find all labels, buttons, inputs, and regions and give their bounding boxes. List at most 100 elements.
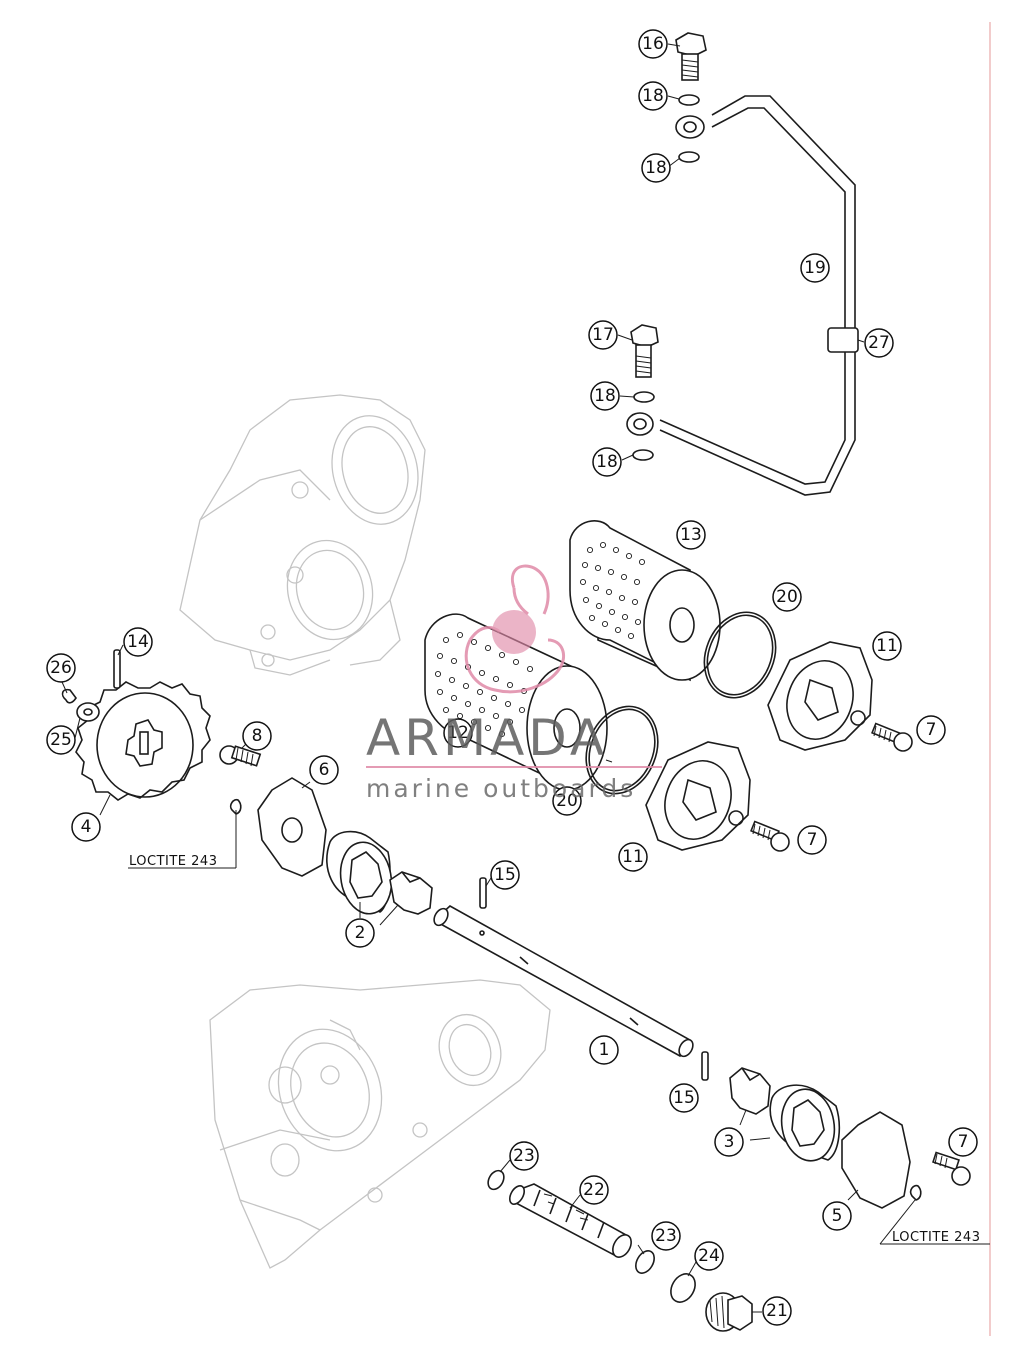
svg-text:15: 15 xyxy=(673,1088,695,1108)
engine-case-lower-outline xyxy=(209,979,551,1269)
loctite-drop-left xyxy=(229,798,242,815)
svg-text:7: 7 xyxy=(926,720,937,740)
callout-6: 6 xyxy=(309,755,339,785)
o-ring-23-b xyxy=(635,1250,655,1274)
oil-screen-22 xyxy=(508,1183,632,1258)
seal-ring-18-c xyxy=(633,391,655,403)
callout-1: 1 xyxy=(589,1035,619,1065)
seal-ring-18-a xyxy=(678,94,700,106)
callout-8: 8 xyxy=(242,721,272,751)
svg-text:23: 23 xyxy=(655,1226,677,1246)
svg-text:2: 2 xyxy=(355,923,366,943)
loctite-drop-right xyxy=(909,1184,922,1201)
inner-rotor-3 xyxy=(729,1067,771,1115)
svg-text:11: 11 xyxy=(876,636,898,656)
callout-11-a: 11 xyxy=(872,631,902,661)
pump-cover-6 xyxy=(257,777,327,877)
callout-21: 21 xyxy=(762,1296,792,1326)
rotor-housing-3 xyxy=(769,1084,841,1162)
callout-18-d: 18 xyxy=(592,447,622,477)
filter-13-holes xyxy=(579,541,646,640)
svg-text:1: 1 xyxy=(599,1040,610,1060)
svg-text:25: 25 xyxy=(50,730,72,750)
oil-pipe-19 xyxy=(659,95,856,496)
svg-text:24: 24 xyxy=(698,1246,720,1266)
pin-15-a xyxy=(479,877,487,909)
filter-12-holes xyxy=(434,631,534,738)
callout-7-a: 7 xyxy=(916,715,946,745)
banjo-bolt-17 xyxy=(630,324,659,378)
svg-text:23: 23 xyxy=(513,1146,535,1166)
callout-25: 25 xyxy=(46,725,76,755)
pump-shaft-1 xyxy=(433,905,694,1058)
callout-18-c: 18 xyxy=(590,381,620,411)
callout-2: 2 xyxy=(345,918,375,948)
circlip-26 xyxy=(61,688,77,704)
callout-7-c: 7 xyxy=(948,1127,978,1157)
o-ring-20-b xyxy=(585,705,659,795)
svg-text:14: 14 xyxy=(127,632,149,652)
svg-text:11: 11 xyxy=(622,847,644,867)
svg-text:16: 16 xyxy=(642,34,664,54)
svg-text:7: 7 xyxy=(807,830,818,850)
oil-filter-12 xyxy=(424,613,608,792)
callout-24: 24 xyxy=(694,1241,724,1271)
seal-ring-18-b xyxy=(678,151,700,163)
callout-15-b: 15 xyxy=(669,1083,699,1113)
callout-20-b: 20 xyxy=(552,786,582,816)
banjo-bolt-16 xyxy=(675,32,707,81)
callout-18-b: 18 xyxy=(641,153,671,183)
seal-ring-18-d xyxy=(632,449,654,461)
pin-14 xyxy=(113,649,121,689)
screw-plug-21 xyxy=(705,1292,753,1332)
svg-text:4: 4 xyxy=(81,817,92,837)
oil-filter-13 xyxy=(569,520,721,682)
loctite-note-right: LOCTITE 243 xyxy=(892,1230,980,1245)
callout-23-b: 23 xyxy=(651,1221,681,1251)
callout-4: 4 xyxy=(71,812,101,842)
svg-text:15: 15 xyxy=(494,865,516,885)
svg-text:20: 20 xyxy=(776,587,798,607)
callout-19: 19 xyxy=(800,253,830,283)
svg-text:18: 18 xyxy=(642,86,664,106)
inner-rotor-2 xyxy=(389,871,433,915)
svg-text:12: 12 xyxy=(447,723,469,743)
o-ring-20-b-inner xyxy=(588,708,656,792)
svg-text:20: 20 xyxy=(556,791,578,811)
rotor-housing-2 xyxy=(326,830,393,915)
bolt-7-c xyxy=(909,1151,971,1201)
callout-22: 22 xyxy=(579,1175,609,1205)
pin-15-b xyxy=(701,1051,709,1081)
svg-text:7: 7 xyxy=(958,1132,969,1152)
svg-text:19: 19 xyxy=(804,258,826,278)
watermark-logo-mark xyxy=(464,564,565,694)
callout-14: 14 xyxy=(123,627,153,657)
callout-11-b: 11 xyxy=(618,842,648,872)
callout-23-a: 23 xyxy=(509,1141,539,1171)
armada-watermark: ARMADA marine outboards xyxy=(366,564,662,803)
o-ring-20-a-inner xyxy=(706,614,774,696)
svg-text:18: 18 xyxy=(594,386,616,406)
bolt-7-b xyxy=(750,820,790,852)
filter-cover-11-a xyxy=(767,641,873,751)
callout-12: 12 xyxy=(443,718,473,748)
banjo-fitting-lower xyxy=(626,412,654,436)
pump-gear-4 xyxy=(75,681,211,801)
svg-text:18: 18 xyxy=(645,158,667,178)
pump-cover-5 xyxy=(841,1111,911,1209)
svg-text:6: 6 xyxy=(319,760,330,780)
callout-15-a: 15 xyxy=(490,860,520,890)
svg-text:3: 3 xyxy=(724,1132,735,1152)
banjo-fitting-upper xyxy=(675,115,705,139)
callout-26: 26 xyxy=(46,653,76,683)
pipe-clamp-27 xyxy=(827,327,859,353)
callout-18-a: 18 xyxy=(638,81,668,111)
callout-27: 27 xyxy=(864,328,894,358)
filter-cover-11-b xyxy=(645,741,751,851)
svg-text:22: 22 xyxy=(583,1180,605,1200)
bolt-7-a xyxy=(871,722,913,752)
svg-text:18: 18 xyxy=(596,452,618,472)
o-ring-24 xyxy=(670,1273,696,1303)
callout-5: 5 xyxy=(822,1201,852,1231)
